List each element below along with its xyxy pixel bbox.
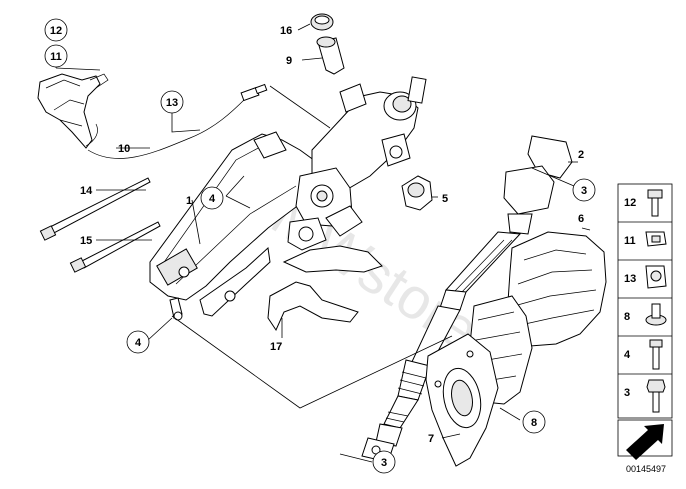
callout-13: 13 [160, 90, 184, 114]
bracket-clip-part [37, 73, 109, 149]
svg-text:11: 11 [50, 51, 62, 63]
washer-screw-icon [645, 303, 667, 326]
arrow-icon [617, 419, 673, 460]
svg-text:13: 13 [166, 97, 178, 109]
cap-part [310, 13, 334, 31]
svg-text:4: 4 [135, 337, 142, 349]
callout-7: 7 [428, 433, 434, 445]
legend-item-12: 12 [624, 189, 663, 217]
callout-8: 8 [522, 410, 546, 434]
bulkhead-seal-part [425, 333, 499, 467]
callout-9: 9 [286, 55, 292, 67]
callout-11: 11 [44, 44, 68, 68]
legend-item-11: 11 [624, 231, 667, 247]
callout-3-upper: 3 [572, 178, 596, 202]
parts-legend: 12 11 13 8 [617, 183, 673, 474]
callout-16: 16 [280, 25, 292, 37]
callout-4-lower: 4 [126, 330, 150, 354]
svg-text:13: 13 [624, 273, 636, 285]
steering-column-upper [287, 76, 427, 251]
legend-item-8: 8 [624, 303, 667, 326]
svg-text:12: 12 [50, 25, 62, 37]
clip-nut-icon [645, 231, 667, 247]
svg-text:12: 12 [624, 197, 636, 209]
legend-item-3: 3 [624, 379, 666, 413]
callout-15: 15 [80, 235, 92, 247]
bolt-icon [647, 189, 663, 217]
cable-tie-15 [69, 221, 161, 273]
lock-cylinder-part [316, 36, 345, 75]
screw-icon [649, 339, 663, 370]
steering-column-housing [149, 131, 335, 321]
svg-text:3: 3 [581, 185, 587, 197]
callout-10: 10 [118, 143, 130, 155]
image-id: 00145497 [626, 464, 666, 474]
svg-text:8: 8 [624, 311, 630, 323]
callout-1: 1 [186, 195, 192, 207]
cable-part [85, 83, 268, 159]
callout-2: 2 [578, 149, 584, 161]
svg-text:8: 8 [531, 417, 537, 429]
callout-3-lower: 3 [372, 450, 396, 474]
grommet-part [401, 175, 433, 211]
callout-17: 17 [270, 341, 282, 353]
svg-text:3: 3 [624, 387, 630, 399]
cable-clip-icon [645, 265, 667, 289]
svg-text:4: 4 [624, 349, 631, 361]
hex-bolt-icon [646, 379, 666, 413]
svg-text:3: 3 [381, 457, 387, 469]
legend-item-4: 4 [624, 339, 663, 370]
cover-bracket-part [267, 245, 383, 332]
legend-item-13: 13 [624, 265, 667, 289]
callout-14: 14 [80, 185, 93, 197]
callout-12: 12 [44, 18, 68, 42]
svg-text:11: 11 [624, 235, 636, 247]
cable-tie-14 [39, 177, 151, 241]
leader-lines [55, 23, 591, 463]
callout-4-upper: 4 [200, 186, 224, 210]
callout-5: 5 [442, 193, 448, 205]
steering-shaft [361, 135, 573, 463]
callout-6: 6 [578, 213, 584, 225]
svg-text:4: 4 [209, 193, 216, 205]
